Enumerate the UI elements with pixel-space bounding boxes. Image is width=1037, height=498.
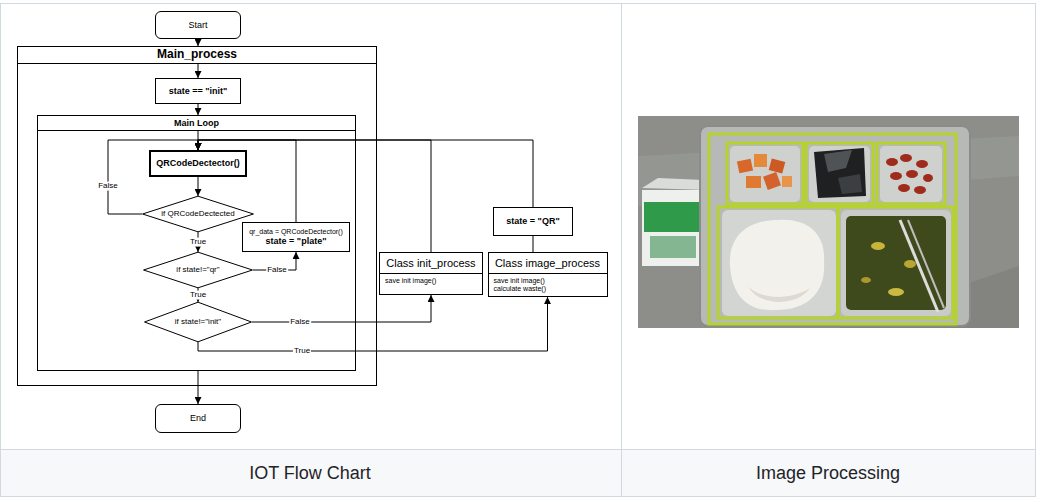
table-caption: Image Processing: [756, 463, 900, 484]
node-text: Class init_process: [386, 257, 475, 270]
edge-label: False: [266, 266, 288, 275]
decision-diamond: if state!="init": [144, 302, 252, 342]
edge-label: True: [189, 238, 207, 247]
table-border: [621, 3, 622, 497]
frame-header: Main_process: [18, 47, 376, 64]
rice: [730, 220, 824, 310]
node-text: Class image_process: [495, 257, 600, 270]
class-body: save init image(): [380, 274, 482, 288]
edge-label: False: [289, 318, 311, 327]
carton-band: [644, 202, 704, 232]
edge-label: False: [97, 182, 119, 191]
node-text: QRCodeDectector(): [156, 158, 240, 168]
process-box: qr_data = QRCodeDectector()state = "plat…: [242, 222, 350, 252]
class-box: Class image_processsave init image()calc…: [488, 252, 608, 297]
diamond-text-wrap: if state!="qr": [143, 252, 253, 288]
flow-connector: [198, 104, 199, 115]
flow-connector: [198, 177, 199, 196]
process-box: state == "init": [155, 78, 241, 104]
flow-connector: [198, 297, 548, 351]
start-terminal: Start: [155, 11, 241, 39]
soup: [846, 216, 946, 312]
carton-top: [642, 178, 708, 190]
flow-connector: [198, 39, 199, 46]
class-header: Class init_process: [380, 253, 482, 274]
end-terminal: End: [155, 404, 241, 433]
table-border: [0, 3, 1036, 4]
decision-diamond: if QRCodeDectected: [142, 196, 254, 232]
flow-connector: [533, 236, 534, 252]
table-border: [1035, 3, 1036, 497]
node-text: Main_process: [157, 48, 237, 62]
flowchart: StartMain_processstate == "init" Main Loo…: [0, 0, 621, 449]
class-box: Class init_processsave init image(): [379, 252, 483, 295]
seaweed: [814, 148, 866, 198]
node-text: Main Loop: [174, 118, 219, 128]
flow-connector: [198, 140, 533, 207]
process-box: QRCodeDectector(): [149, 150, 247, 177]
edge-label: True: [293, 347, 311, 356]
node-text: qr_data = QRCodeDectector(): [249, 228, 343, 236]
red-beans: [886, 154, 933, 194]
class-body: save init image()calculate waste(): [489, 274, 607, 296]
node-text: save init image(): [385, 277, 436, 285]
diamond-text-wrap: if QRCodeDectected: [142, 196, 254, 232]
compartment: [809, 146, 870, 202]
frame-header: Main Loop: [38, 116, 355, 131]
decision-diamond: if state!="qr": [143, 252, 253, 288]
flow-arrow: [198, 64, 199, 78]
edge-label: True: [189, 291, 207, 300]
table-border: [0, 449, 1036, 450]
compartment: [880, 146, 942, 202]
kimchi: [737, 154, 792, 190]
diamond-shape: [145, 302, 252, 342]
milk-carton: [642, 178, 708, 266]
table-border: [0, 3, 1, 497]
node-text: End: [190, 413, 206, 423]
table-border: [0, 496, 1036, 497]
node-text: if state!="qr": [176, 265, 219, 274]
diamond-shape: [143, 196, 254, 232]
flow-connector: [252, 295, 431, 322]
compartment: [730, 146, 800, 202]
carton-print: [650, 236, 696, 258]
diamond-shape: [144, 252, 253, 288]
node-text: save init image(): [494, 277, 545, 285]
tray: [700, 126, 970, 326]
compartment: [841, 210, 951, 316]
node-text: state == "init": [169, 86, 228, 96]
table-caption: IOT Flow Chart: [249, 463, 371, 484]
compartment: [722, 210, 836, 316]
node-text: if QRCodeDectected: [161, 209, 234, 218]
table-surface: [638, 116, 1019, 328]
node-text: if state!="init": [175, 317, 221, 326]
detection-boxes: [709, 134, 956, 324]
node-text: calculate waste(): [494, 285, 547, 293]
tray-photo: [638, 116, 1019, 328]
node-text: Start: [188, 20, 207, 30]
node-text: state = "QR": [506, 216, 559, 226]
flow-connector: [198, 371, 199, 404]
process-box: state = "QR": [493, 207, 573, 236]
carton-body: [642, 190, 706, 266]
process-frame: Main_processstate == "init" Main LoopQRCo…: [17, 46, 377, 386]
diamond-text-wrap: if state!="init": [144, 302, 252, 342]
node-text: state = "plate": [266, 236, 327, 246]
class-header: Class image_process: [489, 253, 607, 274]
